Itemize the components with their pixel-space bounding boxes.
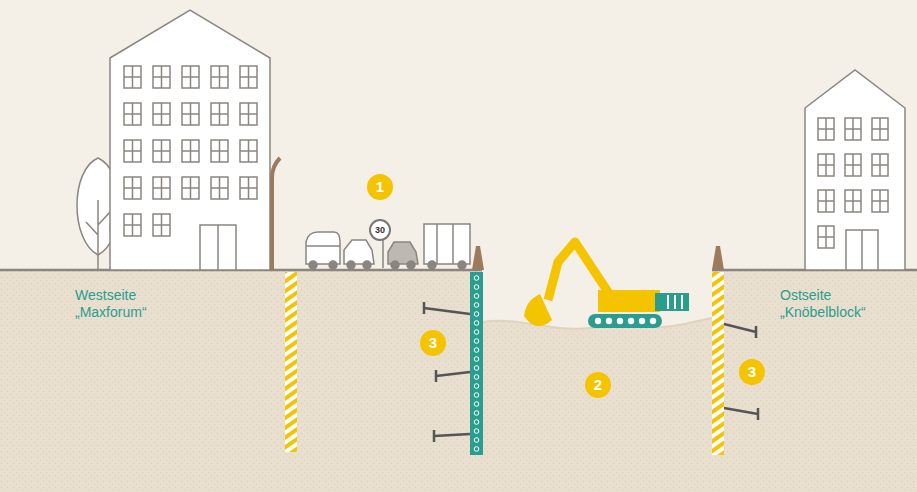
callout-number: 1 [367, 174, 393, 200]
speed-sign: 30 [369, 219, 391, 241]
ground [0, 270, 917, 492]
street-lamp [272, 158, 280, 270]
callout-number: 3 [420, 330, 446, 356]
building-west [110, 10, 270, 270]
callout-number: 3 [739, 359, 765, 385]
building-east [805, 70, 905, 270]
ground-anchors [424, 302, 758, 442]
side-label: Ostseite „Knöbelblock“ [780, 287, 900, 321]
callout-number: 2 [585, 372, 611, 398]
foundation-wall-west [285, 272, 297, 452]
cone [472, 246, 484, 270]
side-label: Westseite „Maxforum“ [75, 287, 185, 321]
excavator [524, 242, 689, 328]
foundation-wall-east [712, 272, 724, 455]
cone [712, 246, 724, 270]
sheet-pile-wall [470, 272, 483, 455]
